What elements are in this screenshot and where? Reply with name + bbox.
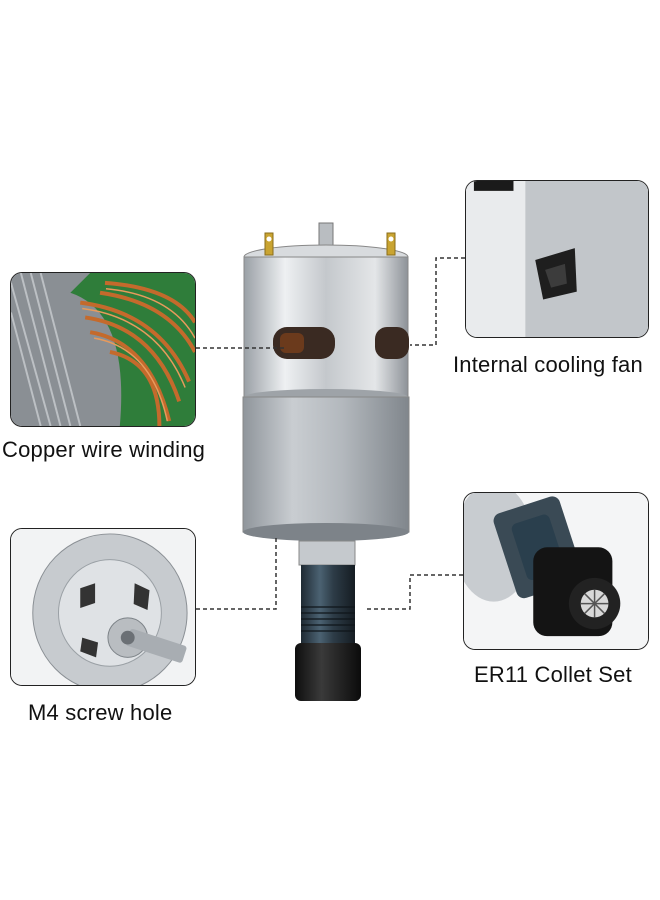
copper-winding-graphic — [11, 273, 195, 426]
cooling-fan-photo — [465, 180, 649, 338]
cooling-fan-graphic — [466, 181, 648, 337]
screw-hole-graphic — [11, 529, 195, 685]
collet-set-photo — [463, 492, 649, 650]
collet-set-caption: ER11 Collet Set — [474, 662, 632, 687]
copper-winding-caption: Copper wire winding — [2, 437, 206, 462]
collet-set-graphic — [464, 493, 648, 649]
cooling-fan-caption: Internal cooling fan — [453, 352, 643, 377]
screw-hole-photo — [10, 528, 196, 686]
spindle-motor-graphic — [242, 222, 410, 701]
spindle-motor-image — [225, 215, 445, 715]
copper-winding-photo — [10, 272, 196, 427]
screw-hole-caption: M4 screw hole — [28, 700, 173, 725]
